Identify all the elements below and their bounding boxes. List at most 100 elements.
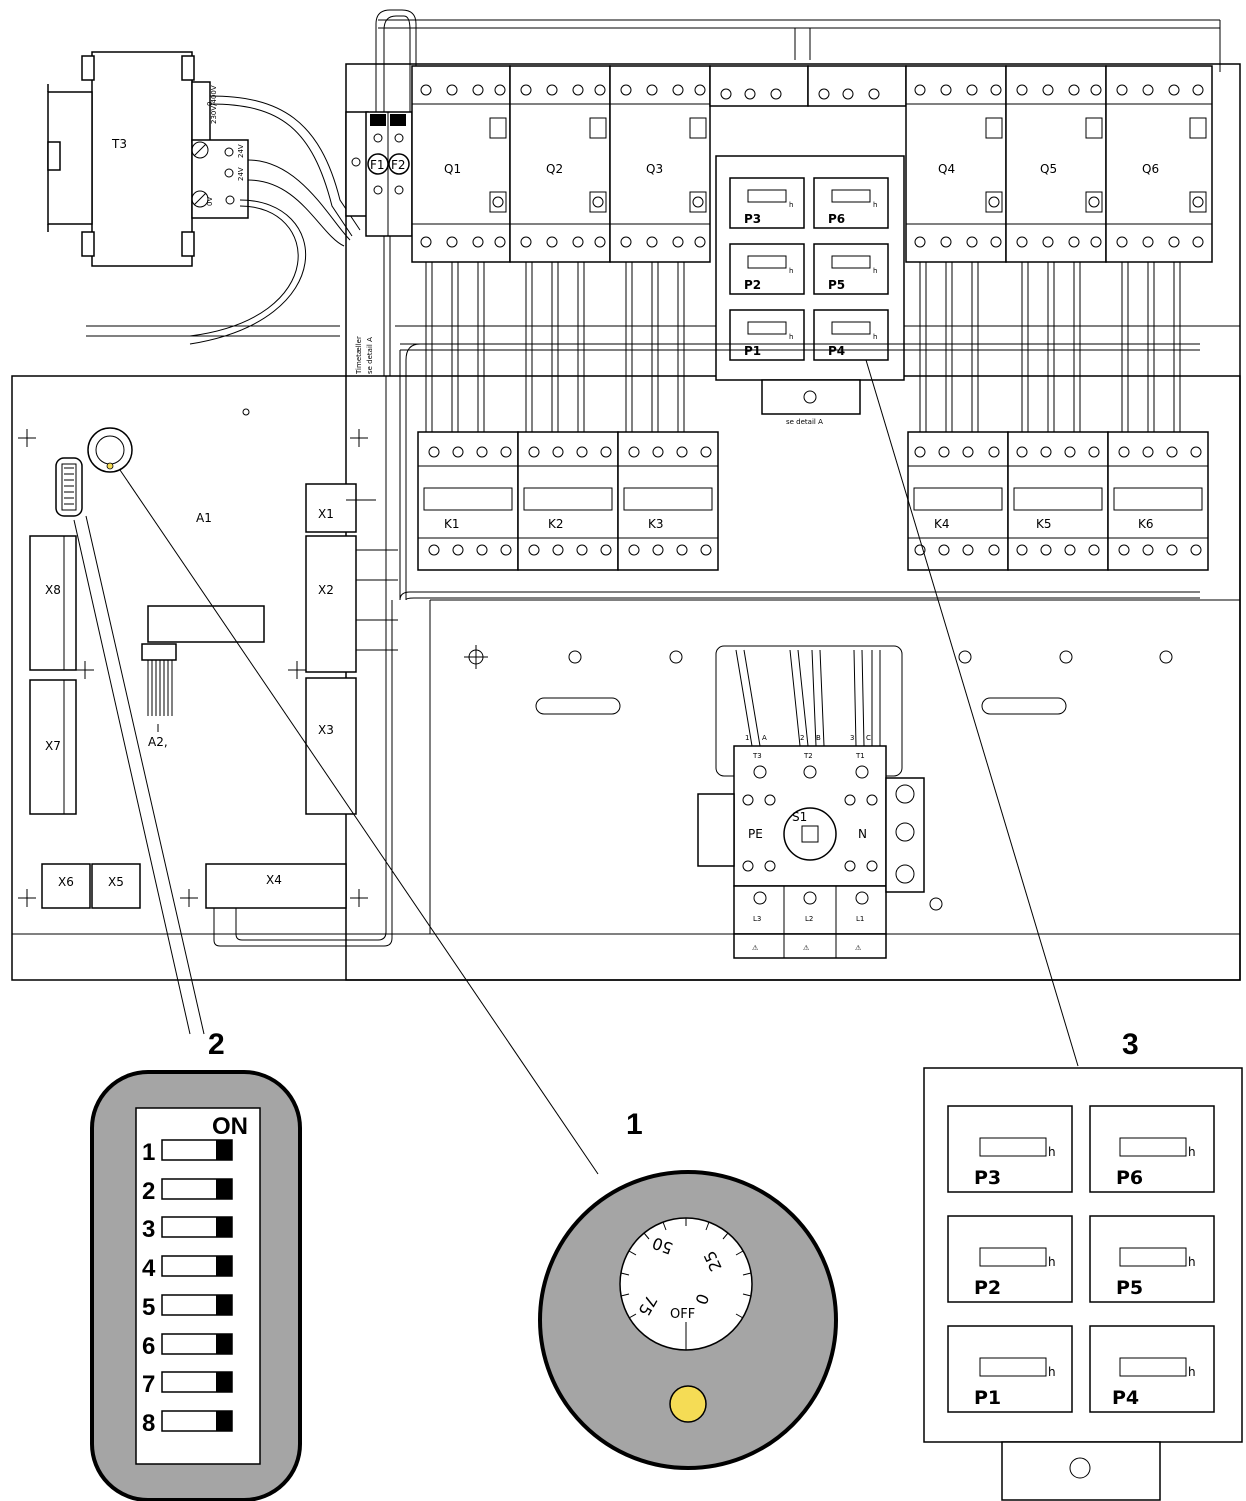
meter-p2-small: P2 xyxy=(744,278,761,292)
meter-p5-label: P5 xyxy=(1116,1277,1143,1299)
meter-p5: P5 h xyxy=(1089,1215,1215,1303)
meter-p2: P2 h xyxy=(947,1215,1073,1303)
dip-on-label: ON xyxy=(212,1113,248,1140)
dip-switch-1[interactable]: 1 xyxy=(142,1139,233,1166)
dial-label-off: OFF xyxy=(670,1307,695,1322)
pcb-a1: A1 A2, X8 X7 X1 X2 X3 xyxy=(12,375,398,947)
contactor-k6-label: K6 xyxy=(1138,517,1154,531)
q-to-k-wiring xyxy=(399,262,1200,601)
k-contactors: K1 K2 K3 K4 xyxy=(417,431,1209,571)
meter-p4-small: P4 xyxy=(828,344,845,358)
pcb-label: A1 xyxy=(196,511,212,525)
contactor-q4-label: Q4 xyxy=(938,162,955,176)
meter-p3-unit: h xyxy=(789,201,793,209)
meter-p1-unit: h xyxy=(789,333,793,341)
contactor-k4: K4 xyxy=(907,431,1009,571)
dip-switch-5[interactable]: 5 xyxy=(142,1294,233,1321)
contactor-k5-label: K5 xyxy=(1036,517,1052,531)
connector-x4: X4 xyxy=(266,873,282,887)
thermostat-detail: 1 50 25 75 OFF xyxy=(538,1108,838,1470)
connector-x1: X1 xyxy=(318,507,334,521)
meter-p1-label: P1 xyxy=(974,1387,1001,1409)
meter-p6-h: h xyxy=(1188,1145,1196,1159)
meter-p2-unit: h xyxy=(789,267,793,275)
a2-label: A2, xyxy=(148,735,168,749)
meter-p5-unit: h xyxy=(873,267,877,275)
contactor-k3-label: K3 xyxy=(648,517,664,531)
contactor-q6: Q6 xyxy=(1105,65,1213,263)
phase-2: 2 xyxy=(800,734,804,742)
phase-a: A xyxy=(762,734,767,742)
contactor-k2: K2 xyxy=(517,431,619,571)
transformer-t3: T3 230V/400V 0 24V 24V 0V xyxy=(47,51,361,345)
meter-p2-h: h xyxy=(1048,1255,1056,1269)
meter-p3-small: P3 xyxy=(744,212,761,226)
warning-icon-2: ⚠ xyxy=(803,944,810,952)
meter-p4-unit: h xyxy=(873,333,877,341)
contactor-q2: Q2 xyxy=(509,65,611,263)
callout-3-label: 3 xyxy=(1122,1028,1139,1061)
dip-label-8: 8 xyxy=(142,1410,155,1437)
phase-3: 3 xyxy=(850,734,854,742)
meter-p3: P3 h xyxy=(947,1105,1073,1193)
transformer-label: T3 xyxy=(111,137,127,151)
contactor-k3: K3 xyxy=(617,431,719,571)
detail-note: se detail A xyxy=(786,418,823,426)
switch-pe-label: PE xyxy=(748,827,763,841)
switch-t1: T1 xyxy=(855,752,865,760)
meter-p1-h: h xyxy=(1048,1365,1056,1379)
terminal-24v-b: 24V xyxy=(237,167,245,181)
contactor-q5: Q5 xyxy=(1005,65,1107,263)
connector-x6: X6 xyxy=(58,875,74,889)
dip-label-1: 1 xyxy=(142,1139,155,1166)
meter-p6-label: P6 xyxy=(1116,1167,1143,1189)
callout-1-label: 1 xyxy=(626,1108,643,1141)
dip-switch-6[interactable]: 6 xyxy=(142,1333,233,1360)
meter-p1: P1 h xyxy=(947,1325,1073,1413)
phase-b: B xyxy=(816,734,821,742)
meter-p5-small: P5 xyxy=(828,278,845,292)
meter-p3-label: P3 xyxy=(974,1167,1001,1189)
switch-l3: L3 xyxy=(753,915,761,923)
dip-label-5: 5 xyxy=(142,1294,155,1321)
meter-p6-small: P6 xyxy=(828,212,845,226)
switch-t2: T2 xyxy=(803,752,813,760)
contactor-q3-label: Q3 xyxy=(646,162,663,176)
meter-p6-unit: h xyxy=(873,201,877,209)
dip-switch-7[interactable]: 7 xyxy=(142,1371,233,1398)
meter-p4-label: P4 xyxy=(1112,1387,1139,1409)
meter-p4-h: h xyxy=(1188,1365,1196,1379)
contactor-k5: K5 xyxy=(1007,431,1109,571)
timer-side-label-2: se detail A xyxy=(366,337,374,374)
fuse-f1-label: F1 xyxy=(370,158,385,172)
connector-x3: X3 xyxy=(318,723,334,737)
connector-x7: X7 xyxy=(45,739,61,753)
contactor-k6: K6 xyxy=(1107,431,1209,571)
mounting-features xyxy=(464,645,1173,715)
contactor-k2-label: K2 xyxy=(548,517,564,531)
switch-n-label: N xyxy=(858,827,867,841)
fuse-block: F1 F2 Timetæller se detail A xyxy=(345,9,417,376)
thermostat-dial[interactable]: 50 25 75 OFF 0 xyxy=(619,1217,753,1351)
hour-meter-block: se detail A P3 h P6 h P2 h P5 h P1 h P4 … xyxy=(715,155,905,426)
switch-l1: L1 xyxy=(856,915,864,923)
hour-meter-detail: 3 P3 h P6 h P2 h P5 h xyxy=(923,1028,1243,1501)
switch-l2: L2 xyxy=(805,915,813,923)
dip-switch-2[interactable]: 2 xyxy=(142,1178,233,1205)
contactor-k1: K1 xyxy=(417,431,519,571)
dip-switch-3[interactable]: 3 xyxy=(142,1216,233,1243)
contactor-q3: Q3 xyxy=(609,65,711,263)
dip-label-3: 3 xyxy=(142,1216,155,1243)
contactor-k1-label: K1 xyxy=(444,517,460,531)
dip-label-6: 6 xyxy=(142,1333,155,1360)
dip-label-2: 2 xyxy=(142,1178,155,1205)
meter-p6: P6 h xyxy=(1089,1105,1215,1193)
phase-c: C xyxy=(866,734,871,742)
dip-switch-4[interactable]: 4 xyxy=(142,1255,233,1282)
meter-p3-h: h xyxy=(1048,1145,1056,1159)
dip-switch-8[interactable]: 8 xyxy=(142,1410,233,1437)
warning-icon-3: ⚠ xyxy=(855,944,862,952)
terminal-0v: 0V xyxy=(206,197,214,206)
dip-switch-detail: 2 ON 1 2 3 4 5 6 xyxy=(90,1028,302,1501)
